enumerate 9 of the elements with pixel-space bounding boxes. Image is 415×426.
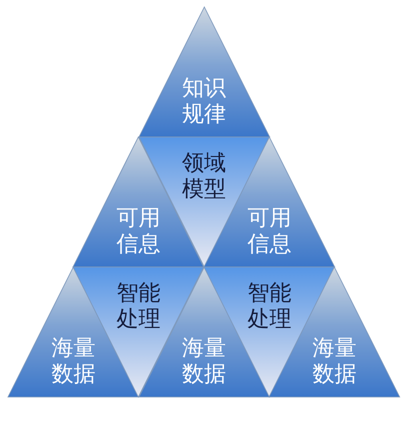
tier-label: 知识规律 <box>181 76 227 128</box>
tier-label: 海量数据 <box>50 336 96 388</box>
tier-label: 可用信息 <box>116 206 162 258</box>
tier-label: 海量数据 <box>312 336 358 388</box>
tier-label: 海量数据 <box>181 336 227 388</box>
tier-label: 领域模型 <box>181 151 227 204</box>
tier-label: 智能处理 <box>246 281 292 334</box>
tier-label: 智能处理 <box>116 281 162 334</box>
tier-label: 可用信息 <box>246 206 292 258</box>
